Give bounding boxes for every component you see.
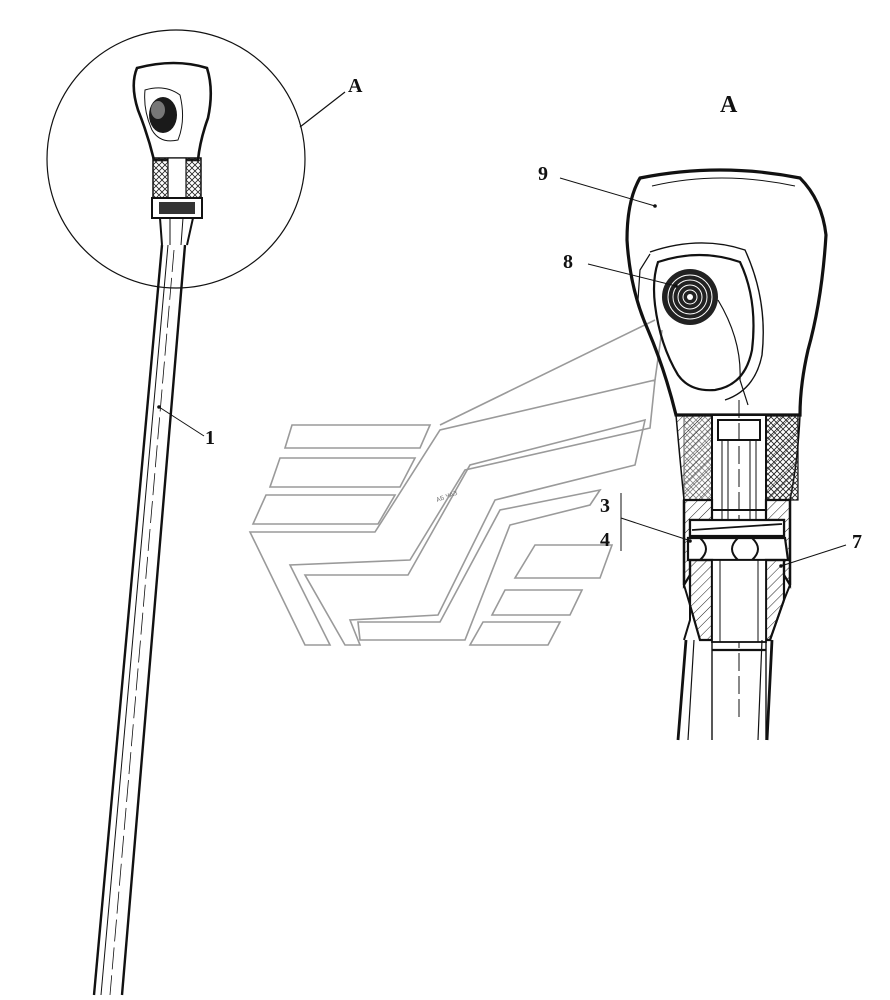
watermark-caption: АБ ЧАЗ [435,490,458,504]
watermark-logo: АБ ЧАЗ [248,319,663,646]
dipstick-overview: A 1 [46,29,363,996]
detail-view-title: A [720,92,738,118]
handle-window [652,253,755,392]
handle-body [625,168,828,417]
nut-3 [688,518,786,538]
callout-4-washer: 4 [600,529,610,551]
handle-small [132,61,213,162]
callout-1-rod: 1 [205,427,215,449]
ring-spiral [662,269,718,325]
callout-9-handle: 9 [538,163,548,185]
detail-circle-a [46,29,306,289]
callout-7-sleeve: 7 [852,531,862,553]
callout-3-nut: 3 [600,495,610,517]
detail-marker-a: A [348,75,363,97]
callout-8-ring: 8 [563,251,573,273]
detail-view-a: A [538,92,862,741]
